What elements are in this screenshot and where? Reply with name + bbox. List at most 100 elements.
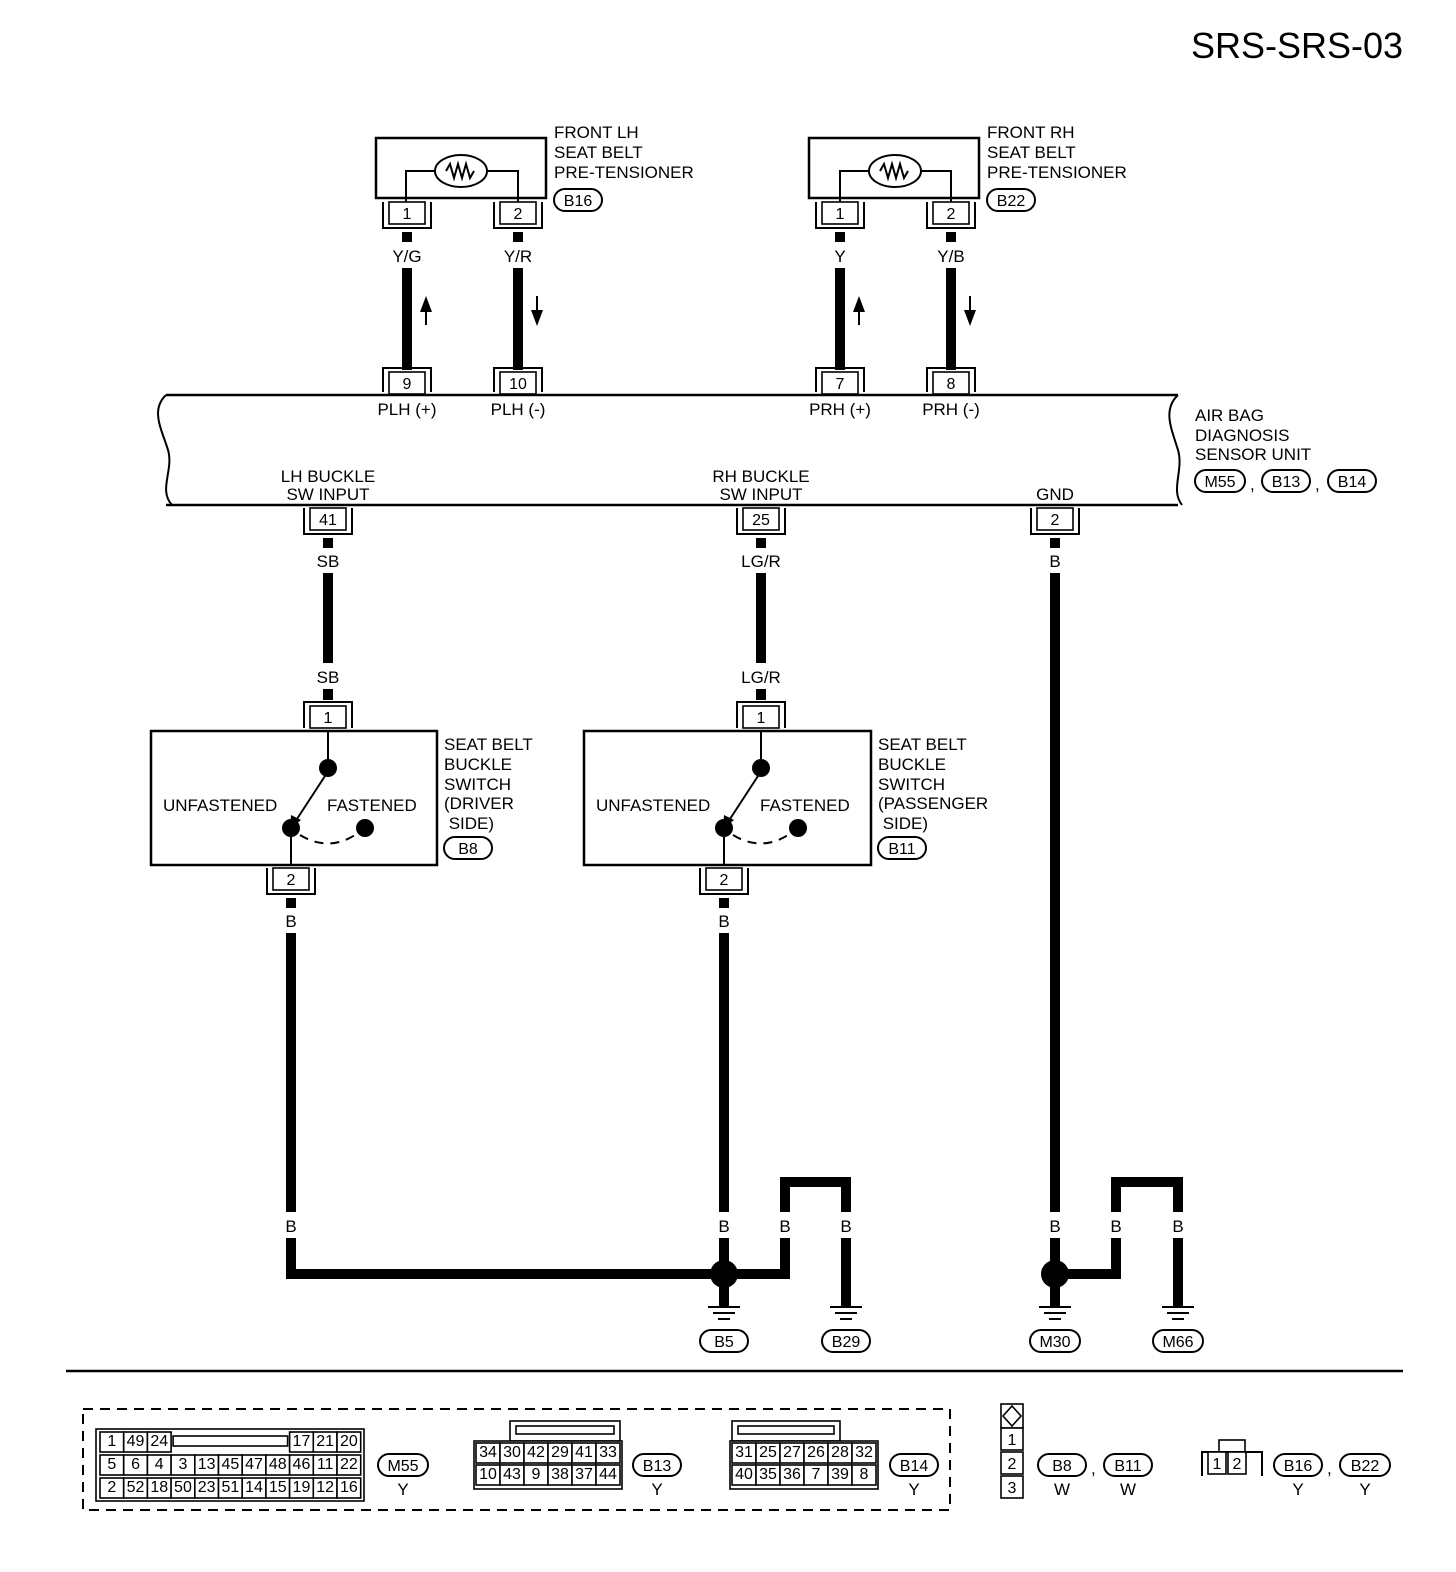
wire-color: SB [317, 668, 340, 687]
pin-number: 46 [293, 1456, 311, 1473]
svg-text:PRE-TENSIONER: PRE-TENSIONER [554, 163, 694, 182]
component-label-line: (DRIVER [444, 794, 514, 813]
pin-number: 1 [107, 1433, 116, 1450]
connector-cavity [336, 1477, 362, 1499]
svg-text:GND: GND [1036, 485, 1074, 504]
svg-text:AIR BAG: AIR BAG [1195, 406, 1264, 425]
ground-id: M30 [1039, 1334, 1070, 1351]
ground-wires: B B B B B B B B B [285, 898, 1184, 1306]
pin-label: RH BUCKLE [712, 467, 809, 486]
pin-number: 26 [807, 1444, 825, 1461]
pin-number: 5 [107, 1456, 116, 1473]
pin-number: 35 [759, 1466, 777, 1483]
pin-number: 51 [221, 1479, 239, 1496]
pin-number: 1 [324, 710, 333, 727]
connector-id: B13 [643, 1458, 672, 1475]
pin-label: SW INPUT [286, 485, 369, 504]
pin-number: 50 [174, 1479, 192, 1496]
pin-number: 2 [107, 1479, 116, 1496]
svg-text:SWITCH: SWITCH [878, 775, 945, 794]
state-label: UNFASTENED [596, 796, 710, 815]
pin-number: 32 [855, 1444, 873, 1461]
pin-number: 31 [735, 1444, 753, 1461]
page-title: SRS-SRS-03 [1191, 25, 1403, 66]
ground-id: B5 [714, 1334, 734, 1351]
pin-number: 8 [947, 376, 956, 393]
arrow-up-icon [853, 296, 865, 312]
driver-buckle-switch: 1 UNFASTENED FASTENED SEAT BELT BUCKLE S… [149, 701, 533, 895]
resistor-icon [879, 160, 909, 182]
svg-text:PRE-TENSIONER: PRE-TENSIONER [987, 163, 1127, 182]
connector-id: B16 [1284, 1458, 1313, 1475]
svg-text:DIAGNOSIS: DIAGNOSIS [1195, 426, 1289, 445]
buckle-wires: SB SB LG/R LG/R B [317, 538, 1061, 1212]
pin-number: 2 [1051, 512, 1060, 529]
component-label-line: DIAGNOSIS [1195, 426, 1289, 445]
pin-number: 2 [720, 872, 729, 889]
pin-number: 1 [403, 206, 412, 223]
svg-text:SEAT BELT: SEAT BELT [444, 735, 533, 754]
pin-number: 48 [269, 1456, 287, 1473]
pin-number: 2 [1008, 1456, 1017, 1473]
pin-number: 7 [836, 376, 845, 393]
ground-symbols: B5 B29 M30 M66 [699, 1306, 1204, 1353]
connector-separator: , [1327, 1459, 1332, 1478]
wire-color: SB [317, 552, 340, 571]
ground-icon: B5 [699, 1306, 749, 1353]
ground-icon: M66 [1152, 1306, 1204, 1353]
component-label-line: SEAT BELT [878, 735, 967, 754]
connector-cavity [336, 1454, 362, 1476]
svg-text:SW INPUT: SW INPUT [286, 485, 369, 504]
wire-color: B [1110, 1217, 1121, 1236]
key-icon [1001, 1404, 1023, 1428]
pin-number: 22 [340, 1456, 358, 1473]
pin-number: 14 [245, 1479, 263, 1496]
pin-number: 34 [479, 1444, 497, 1461]
state-label: UNFASTENED [163, 796, 277, 815]
pin-label: GND [1036, 485, 1074, 504]
wire-color: B [840, 1217, 851, 1236]
connector-id: B22 [1351, 1458, 1380, 1475]
pin-number: 8 [860, 1466, 869, 1483]
passenger-buckle-switch: 1 UNFASTENED FASTENED SEAT BELT BUCKLE S… [582, 701, 988, 895]
connector-color: W [1120, 1480, 1136, 1499]
wire-color: B [718, 912, 729, 931]
connector-separator: , [1091, 1459, 1096, 1478]
airbag-diagnosis-sensor-unit: 9 PLH (+) 10 PLH (-) 7 PRH (+) 8 PRH (-)… [157, 367, 1377, 535]
pin-number: 2 [514, 206, 523, 223]
connector-latch [172, 1435, 289, 1447]
ground-icon: M30 [1029, 1306, 1081, 1353]
svg-text:SEAT BELT: SEAT BELT [987, 143, 1076, 162]
pin-number: 2 [947, 206, 956, 223]
connector-id: M55 [387, 1458, 418, 1475]
pin-number: 42 [527, 1444, 545, 1461]
svg-text:SIDE): SIDE) [444, 814, 494, 833]
pin-number: 25 [759, 1444, 777, 1461]
pin-number: 11 [317, 1456, 334, 1473]
pin-number: 24 [150, 1433, 168, 1450]
svg-text:BUCKLE: BUCKLE [444, 755, 512, 774]
component-label-line: PRE-TENSIONER [987, 163, 1127, 182]
wire-color: B [1049, 552, 1060, 571]
pretensioner-wires: Y/G Y/R Y Y/B [392, 232, 976, 370]
connector-id: B14 [1338, 474, 1367, 491]
connector-separator: , [1315, 475, 1320, 494]
wire-color: B [285, 1217, 296, 1236]
pin-number: 29 [551, 1444, 569, 1461]
pin-number: 2 [287, 872, 296, 889]
pin-number: 10 [479, 1466, 497, 1483]
connector-b8-b11: 1 2 3 B8 , B11 W W [1000, 1403, 1153, 1499]
pin-number: 9 [532, 1466, 541, 1483]
connector-separator: , [1250, 475, 1255, 494]
pin-label: LH BUCKLE [281, 467, 375, 486]
component-label-line: SEAT BELT [554, 143, 643, 162]
connector-color: Y [1359, 1480, 1370, 1499]
dashed-group [82, 1408, 951, 1511]
pin-number: 43 [503, 1466, 521, 1483]
wire-color: B [718, 1217, 729, 1236]
component-label-line: SWITCH [444, 775, 511, 794]
